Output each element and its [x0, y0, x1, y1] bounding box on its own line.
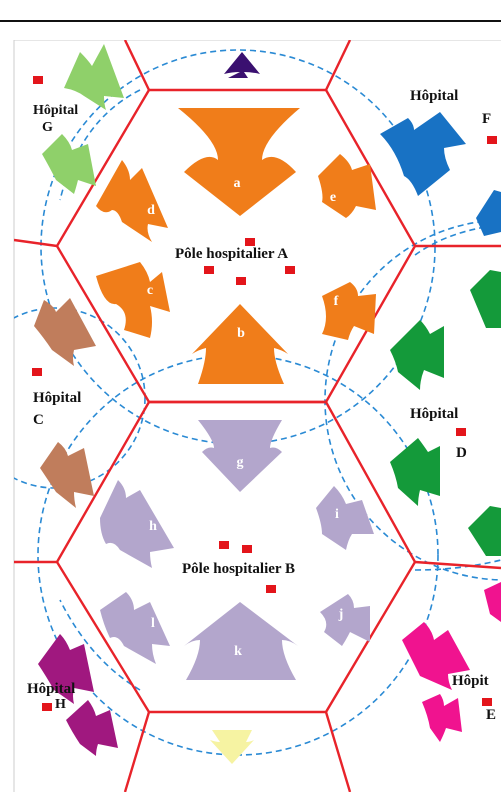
marker-hospital-h — [42, 703, 52, 711]
top-bar — [0, 0, 501, 22]
label-hospital-e-word: Hôpit — [452, 673, 489, 689]
shape-label-d: d — [147, 203, 155, 218]
shape-label-l: l — [151, 616, 155, 631]
label-hospital-g-word: Hôpital — [33, 103, 78, 118]
hospital-g-shape-bottom — [42, 134, 96, 194]
marker-hospital-d — [456, 428, 466, 436]
marker-pole-a-4 — [236, 277, 246, 285]
hospital-f-shape-edge — [476, 190, 501, 236]
hospital-d-shape-mid — [390, 438, 440, 506]
hospital-g-shape-top — [64, 44, 124, 110]
label-hospital-g-letter: G — [42, 120, 53, 135]
service-shape-b: b — [192, 304, 288, 384]
shape-label-c: c — [147, 283, 153, 298]
label-pole-b: Pôle hospitalier B — [182, 561, 295, 577]
service-shape-k: k — [184, 602, 298, 680]
pole-b-services: g h i j k l — [100, 420, 374, 680]
label-hospital-c-word: Hôpital — [33, 390, 81, 406]
hospital-c-shape-top — [34, 298, 96, 366]
service-shape-c: c — [96, 262, 170, 338]
marker-hospital-g — [33, 76, 43, 84]
diagram-canvas: a b c d e f — [0, 40, 501, 792]
hospital-g-shapes — [42, 44, 124, 194]
label-hospital-c-letter: C — [33, 412, 44, 428]
service-shape-l: l — [100, 592, 170, 664]
hospital-d-shape-edge-bottom — [468, 506, 501, 556]
label-hospital-f-word: Hôpital — [410, 88, 458, 104]
marker-pole-b-1 — [219, 541, 229, 549]
marker-pole-b-3 — [266, 585, 276, 593]
label-hospital-h-letter: H — [55, 697, 66, 712]
label-hospital-e-letter: E — [486, 707, 496, 723]
marker-hospital-c — [32, 368, 42, 376]
marker-pole-a-2 — [204, 266, 214, 274]
label-hospital-d-letter: D — [456, 445, 467, 461]
service-shape-i: i — [316, 486, 374, 550]
shape-label-f: f — [334, 294, 339, 309]
shape-label-k: k — [234, 644, 242, 659]
label-hospital-d-word: Hôpital — [410, 406, 458, 422]
shape-label-j: j — [338, 607, 344, 622]
marker-hospital-e — [482, 698, 492, 706]
hospital-c-shape-bottom — [40, 442, 94, 508]
label-hospital-f-letter: F — [482, 111, 491, 127]
shape-label-g: g — [237, 455, 244, 470]
shape-label-b: b — [237, 326, 245, 341]
shape-label-h: h — [149, 519, 157, 534]
label-pole-a: Pôle hospitalier A — [175, 246, 288, 262]
marker-pole-a-3 — [285, 266, 295, 274]
hospital-e-shape-bottom — [422, 694, 462, 742]
shape-label-e: e — [330, 190, 336, 205]
label-hospital-h-word: Hôpital — [27, 681, 75, 697]
hospital-network-diagram: a b c d e f — [0, 40, 501, 792]
circle-pole-b — [38, 355, 438, 755]
top-arrow — [224, 52, 260, 78]
shape-label-a: a — [234, 176, 241, 191]
bottom-arrow — [210, 730, 254, 764]
service-shape-g: g — [198, 420, 282, 492]
marker-pole-a-1 — [245, 238, 255, 246]
shape-label-i: i — [335, 507, 339, 522]
service-shape-f: f — [322, 282, 376, 340]
service-shape-d: d — [96, 160, 168, 242]
marker-hospital-f — [487, 136, 497, 144]
service-shape-j: j — [320, 594, 370, 646]
hospital-d-shape-top — [390, 320, 444, 390]
hospital-e-shape-edge — [484, 582, 501, 622]
hospital-d-shape-edge-top — [470, 270, 501, 328]
service-shape-h: h — [100, 480, 174, 568]
marker-pole-b-2 — [242, 545, 252, 553]
service-shape-a: a — [178, 108, 300, 216]
